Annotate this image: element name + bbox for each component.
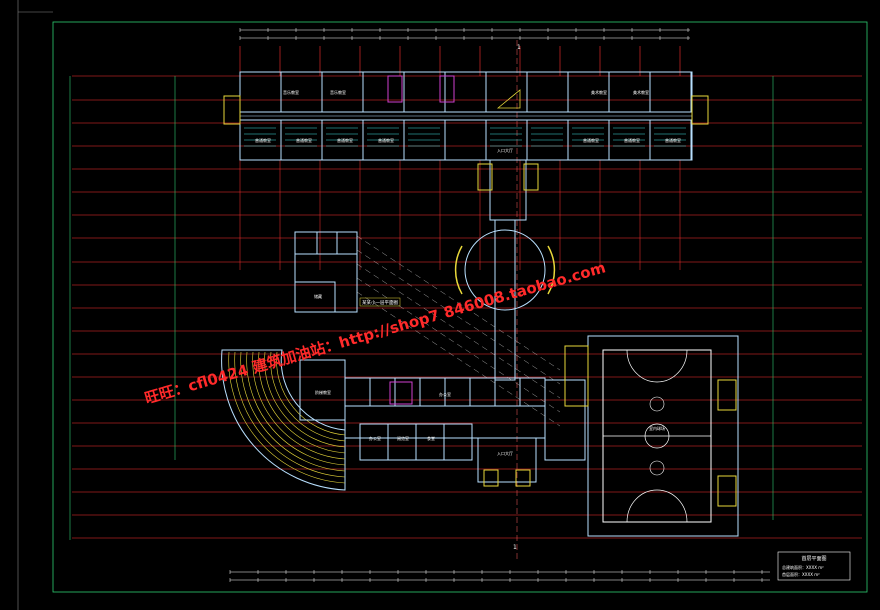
north-room-top-10 <box>649 71 692 113</box>
plan-title: 首层平面图 <box>801 555 826 562</box>
seat-row <box>240 351 346 472</box>
north-room-top-4 <box>403 71 446 113</box>
axis-mark-bottom: 1 <box>513 544 517 551</box>
small-room-3 <box>336 231 358 255</box>
court-ft-bottom <box>649 460 665 476</box>
seat-row <box>252 351 346 460</box>
north-room-top-6 <box>485 71 528 113</box>
south-porch-right <box>515 469 531 487</box>
south-room-top-0 <box>344 377 371 407</box>
south-stair <box>389 381 413 405</box>
legend-line-2: 首层面积：XXXX m² <box>782 571 820 577</box>
gym-door-1 <box>717 379 737 411</box>
sightline <box>356 277 561 413</box>
court-key-bottom <box>626 489 688 523</box>
toilet-2 <box>439 75 455 103</box>
room-label-music: 音乐教室 <box>330 89 346 95</box>
room-label-classroom: 普通教室 <box>583 137 599 143</box>
entry-porch-left <box>477 163 493 191</box>
entry-porch-right <box>523 163 539 191</box>
room-label-canteen: 食堂 <box>427 435 435 441</box>
gym-annex <box>564 345 589 407</box>
small-building <box>294 231 358 313</box>
north-room-top-3 <box>362 71 405 113</box>
axis-grid <box>69 40 862 560</box>
south-room-top-5 <box>469 377 496 407</box>
drawing-frame <box>17 0 868 610</box>
room-label-storage: 储藏 <box>314 293 322 299</box>
south-porch-left <box>483 469 499 487</box>
room-label-music: 音乐教室 <box>283 89 299 95</box>
room-label-art: 美术教室 <box>591 89 607 95</box>
axis-mark-top: 1 <box>517 44 521 51</box>
north-room-bottom-10 <box>649 119 692 161</box>
stair-north <box>496 89 521 109</box>
central-spine <box>494 219 516 381</box>
south-room-bottom-0 <box>359 423 389 461</box>
north-room-top-5 <box>444 71 487 113</box>
court-key-top <box>626 349 688 383</box>
north-room-bottom-5 <box>444 119 487 161</box>
south-entrance <box>477 437 537 483</box>
sightline <box>356 235 561 371</box>
room-label-classroom: 普通教室 <box>665 137 681 143</box>
room-label-art: 美术教室 <box>633 89 649 95</box>
room-label-lecture: 阶梯教室 <box>315 389 331 395</box>
gymnasium <box>587 335 739 537</box>
lecture-hall <box>221 349 346 491</box>
south-room-top-7 <box>519 377 546 407</box>
title-block: 首层平面图 总建筑面积：XXXX m² 首层面积：XXXX m² <box>777 551 851 581</box>
north-room-top-0 <box>239 71 282 113</box>
small-room-1 <box>294 231 318 255</box>
seat-row <box>264 351 346 448</box>
dimension-lines <box>229 28 770 582</box>
legend-line-1: 总建筑面积：XXXX m² <box>782 564 824 570</box>
room-label-office: 办公室 <box>439 391 451 397</box>
court-ft-top <box>649 396 665 412</box>
seat-row <box>234 351 346 478</box>
gym-door-2 <box>717 475 737 507</box>
building-plan <box>221 71 739 537</box>
courtyard-circle <box>464 229 546 311</box>
north-room-top-7 <box>526 71 569 113</box>
court-center-circle <box>644 423 670 449</box>
seat-row <box>228 351 346 484</box>
room-label-gym: 室内球场 <box>649 425 665 431</box>
room-label-entrance: 入口大厅 <box>497 450 513 456</box>
frame-border <box>52 21 868 593</box>
detail-title: 某某小一层平面图 <box>362 299 398 306</box>
south-room-bottom-1 <box>387 423 417 461</box>
stair-east <box>691 95 709 125</box>
sightline <box>356 291 561 427</box>
south-room-top-6 <box>494 377 521 407</box>
south-room-bottom-2 <box>415 423 445 461</box>
sightline <box>356 263 561 399</box>
room-label-classroom: 普通教室 <box>296 137 312 143</box>
room-label-classroom: 普通教室 <box>337 137 353 143</box>
south-room-bottom-3 <box>443 423 473 461</box>
seat-row <box>246 351 346 466</box>
room-label-classroom: 普通教室 <box>624 137 640 143</box>
seat-row <box>270 351 346 442</box>
room-label-classroom: 普通教室 <box>255 137 271 143</box>
sightline <box>356 249 561 385</box>
seat-row <box>258 351 346 454</box>
courtyard-arc-left <box>454 245 463 295</box>
room-label-library: 阅览室 <box>397 435 409 441</box>
small-room-4 <box>294 281 336 313</box>
seat-row <box>276 351 346 436</box>
lecture-stage <box>299 359 346 421</box>
room-label-classroom: 普通教室 <box>378 137 394 143</box>
toilet-1 <box>387 75 403 103</box>
room-label-office: 办公室 <box>369 435 381 441</box>
courtyard-arc-right <box>547 245 556 295</box>
stair-west <box>223 95 241 125</box>
room-label-entrance: 入口大厅 <box>497 147 513 153</box>
